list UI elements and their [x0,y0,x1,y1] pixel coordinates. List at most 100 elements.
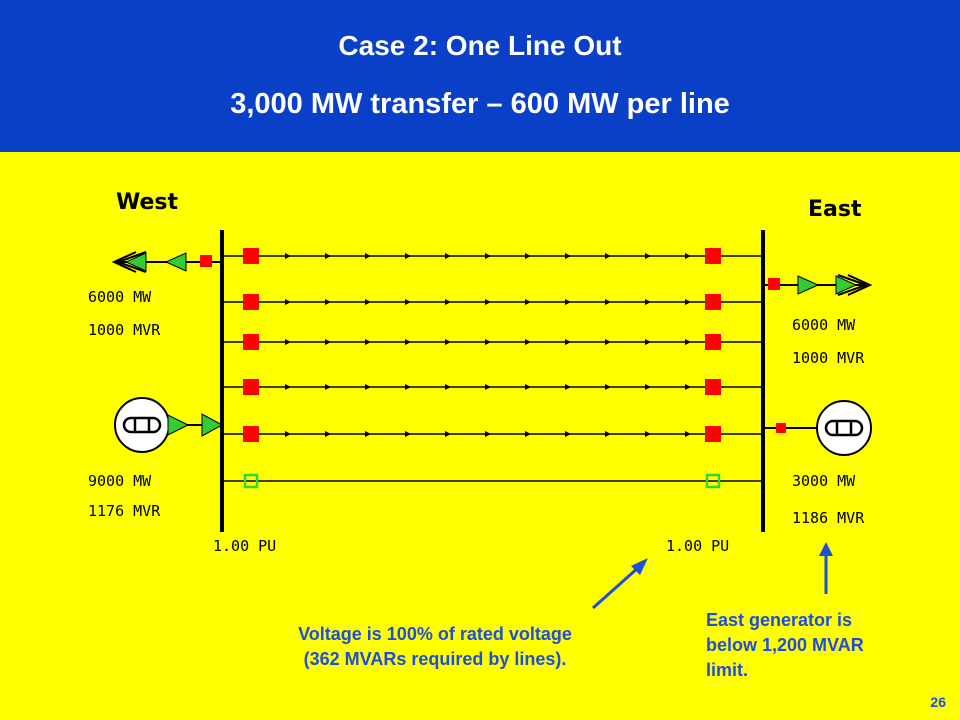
gen-note-line: East generator is [706,610,853,630]
transmission-line [224,379,761,395]
east-load-flow-arrow [797,275,820,295]
flow-tick-icon [485,299,491,305]
east-area-label: East [808,197,862,222]
flow-tick-icon [685,299,691,305]
closed-breaker [705,379,721,395]
flow-tick-icon [405,299,411,305]
flow-tick-icon [525,339,531,345]
east-load-mvr: 1000 MVR [792,349,865,367]
flow-tick-icon [445,339,451,345]
flow-tick-icon [565,299,571,305]
flow-tick-icon [525,384,531,390]
flow-tick-icon [365,431,371,437]
title-banner: Case 2: One Line Out 3,000 MW transfer –… [0,0,960,152]
west-bus-voltage: 1.00 PU [213,537,276,555]
flow-tick-icon [525,299,531,305]
west-load-breaker [200,255,212,267]
slide-title: Case 2: One Line Out [338,30,622,61]
closed-breaker [243,248,259,264]
flow-tick-icon [405,339,411,345]
flow-tick-icon [285,299,291,305]
flow-tick-icon [365,253,371,259]
flow-tick-icon [485,384,491,390]
flow-tick-icon [565,253,571,259]
voltage-note-line: (362 MVARs required by lines). [303,649,567,669]
flow-tick-icon [605,384,611,390]
flow-tick-icon [685,431,691,437]
flow-tick-icon [325,384,331,390]
west-load [111,251,220,273]
flow-tick-icon [645,431,651,437]
flow-tick-icon [645,339,651,345]
west-bus [220,230,224,532]
transmission-line [224,426,761,442]
transmission-lines [224,248,761,489]
east-bus [761,230,765,532]
slide-subtitle: 3,000 MW transfer – 600 MW per line [230,88,730,120]
flow-tick-icon [285,339,291,345]
flow-tick-icon [325,339,331,345]
closed-breaker [243,379,259,395]
flow-tick-icon [325,253,331,259]
flow-tick-icon [605,299,611,305]
flow-tick-icon [565,384,571,390]
transmission-line [224,334,761,350]
flow-tick-icon [605,431,611,437]
gen-note-line: limit. [706,660,749,680]
flow-tick-icon [405,431,411,437]
flow-tick-icon [485,339,491,345]
west-load-mvr: 1000 MVR [88,321,161,339]
flow-tick-icon [685,339,691,345]
east-generator [765,400,872,456]
flow-tick-icon [645,384,651,390]
west-gen-flow-arrow [167,414,190,436]
east-gen-mw: 3000 MW [792,472,856,490]
east-bus-voltage: 1.00 PU [666,537,729,555]
flow-tick-icon [685,253,691,259]
flow-tick-icon [605,253,611,259]
flow-tick-icon [445,299,451,305]
flow-tick-icon [485,431,491,437]
flow-tick-icon [445,431,451,437]
closed-breaker [705,248,721,264]
flow-tick-icon [285,253,291,259]
transmission-line [224,294,761,310]
voltage-note-arrow [592,558,648,610]
gen-note-arrow [819,542,833,594]
flow-tick-icon [645,253,651,259]
closed-breaker [705,294,721,310]
voltage-note-line: Voltage is 100% of rated voltage [298,624,572,644]
flow-tick-icon [645,299,651,305]
west-load-mw: 6000 MW [88,288,152,306]
generator-note: East generator is below 1,200 MVAR limit. [706,608,946,683]
closed-breaker [243,334,259,350]
open-breaker [243,473,259,489]
flow-tick-icon [565,431,571,437]
flow-tick-icon [285,431,291,437]
east-load-breaker [768,278,780,290]
gen-note-line: below 1,200 MVAR [706,635,864,655]
flow-tick-icon [445,253,451,259]
transmission-line [224,248,761,264]
flow-tick-icon [685,384,691,390]
page-number: 26 [930,694,946,710]
west-gen-mvr: 1176 MVR [88,502,161,520]
open-breaker [705,473,721,489]
west-load-flow-arrow [124,252,147,272]
flow-tick-icon [445,384,451,390]
east-load [765,274,873,296]
flow-tick-icon [485,253,491,259]
closed-breaker [243,294,259,310]
flow-tick-icon [605,339,611,345]
flow-tick-icon [525,431,531,437]
west-load-flow-arrow [164,252,187,272]
closed-breaker [243,426,259,442]
flow-tick-icon [325,431,331,437]
flow-tick-icon [525,253,531,259]
west-load-arrow-icon [115,251,147,273]
east-gen-breaker [776,423,786,433]
west-gen-mw: 9000 MW [88,472,152,490]
flow-tick-icon [405,384,411,390]
east-gen-mvr: 1186 MVR [792,509,865,527]
